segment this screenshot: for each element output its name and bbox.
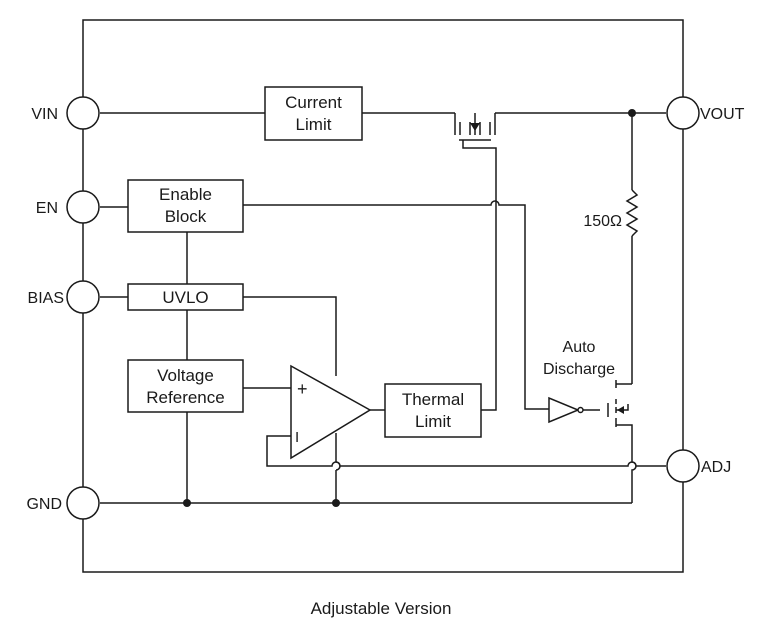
svg-text:Reference: Reference (146, 388, 224, 407)
pin-adj: ADJ (666, 449, 731, 483)
svg-text:Block: Block (165, 207, 207, 226)
svg-text:Limit: Limit (415, 412, 451, 431)
uvlo-block: UVLO (127, 283, 244, 311)
svg-text:Limit: Limit (296, 115, 332, 134)
svg-text:UVLO: UVLO (162, 288, 208, 307)
junction-dot (628, 109, 636, 117)
pin-vin-label: VIN (31, 106, 58, 123)
thermal-limit-block: Thermal Limit (384, 383, 482, 438)
pin-vin: VIN (31, 96, 100, 130)
svg-text:Enable: Enable (159, 185, 212, 204)
current-limit-block: Current Limit (264, 86, 363, 141)
wires (100, 112, 666, 504)
svg-text:Thermal: Thermal (402, 390, 464, 409)
pin-vout-label: VOUT (700, 106, 745, 123)
amp-plus-label: + (297, 379, 308, 399)
amp-minus-label: I (295, 429, 299, 446)
pin-vout: VOUT (666, 96, 745, 130)
diagram-caption: Adjustable Version (311, 599, 452, 618)
junction-dot (332, 499, 340, 507)
inverter-symbol (548, 396, 584, 424)
voltage-reference-block: Voltage Reference (127, 359, 244, 413)
pin-gnd: GND (26, 486, 100, 520)
svg-text:Voltage: Voltage (157, 366, 214, 385)
pin-adj-label: ADJ (701, 459, 731, 476)
resistor-150-ohm (625, 189, 639, 237)
resistor-label: 150Ω (583, 213, 622, 230)
enable-block: Enable Block (127, 179, 244, 233)
pin-bias: BIAS (28, 280, 100, 314)
pin-gnd-label: GND (26, 496, 62, 513)
svg-text:Current: Current (285, 93, 342, 112)
auto-discharge-label-1: Auto (563, 339, 596, 356)
junction-dot (183, 499, 191, 507)
pass-fet (454, 113, 496, 141)
pin-en: EN (36, 190, 100, 224)
error-amplifier: + I (290, 364, 372, 460)
pin-bias-label: BIAS (28, 290, 64, 307)
pin-en-label: EN (36, 200, 58, 217)
auto-discharge-label-2: Discharge (543, 361, 615, 378)
